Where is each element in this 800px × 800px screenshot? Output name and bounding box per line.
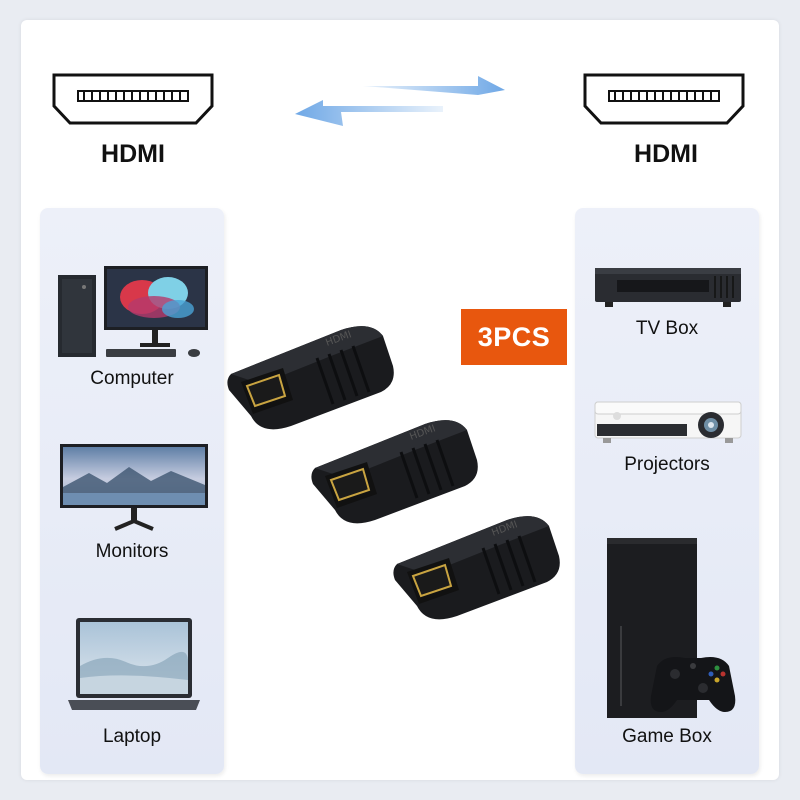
projector-icon [594, 401, 742, 443]
source-devices-panel: Computer Monitors [40, 208, 224, 774]
laptop-icon [68, 618, 200, 710]
device-label: Projectors [624, 454, 710, 475]
device-label: Laptop [102, 726, 162, 747]
display-devices-panel: TV Box Projectors Game Box [575, 208, 759, 774]
hdmi-label-left: HDMI [101, 140, 165, 168]
product-card: HDMI HDMI [21, 20, 779, 780]
hdmi-coupler-icon: HDMI [311, 420, 478, 524]
bidirectional-arrow-icon [295, 76, 505, 126]
hdmi-port-icon [52, 73, 214, 125]
device-label: Computer [90, 368, 174, 389]
tv-box-icon [595, 268, 741, 307]
computer-icon [58, 266, 208, 357]
hdmi-coupler-icon: HDMI [227, 326, 394, 430]
quantity-badge: 3PCS [461, 309, 567, 365]
device-label: TV Box [635, 318, 699, 339]
game-console-icon [607, 538, 736, 718]
device-label: Monitors [95, 541, 169, 562]
monitor-icon [60, 444, 208, 531]
hdmi-label-right: HDMI [634, 140, 698, 168]
hdmi-port-icon [583, 73, 745, 125]
device-label: Game Box [622, 726, 712, 747]
hdmi-coupler-icon: HDMI [393, 516, 560, 620]
